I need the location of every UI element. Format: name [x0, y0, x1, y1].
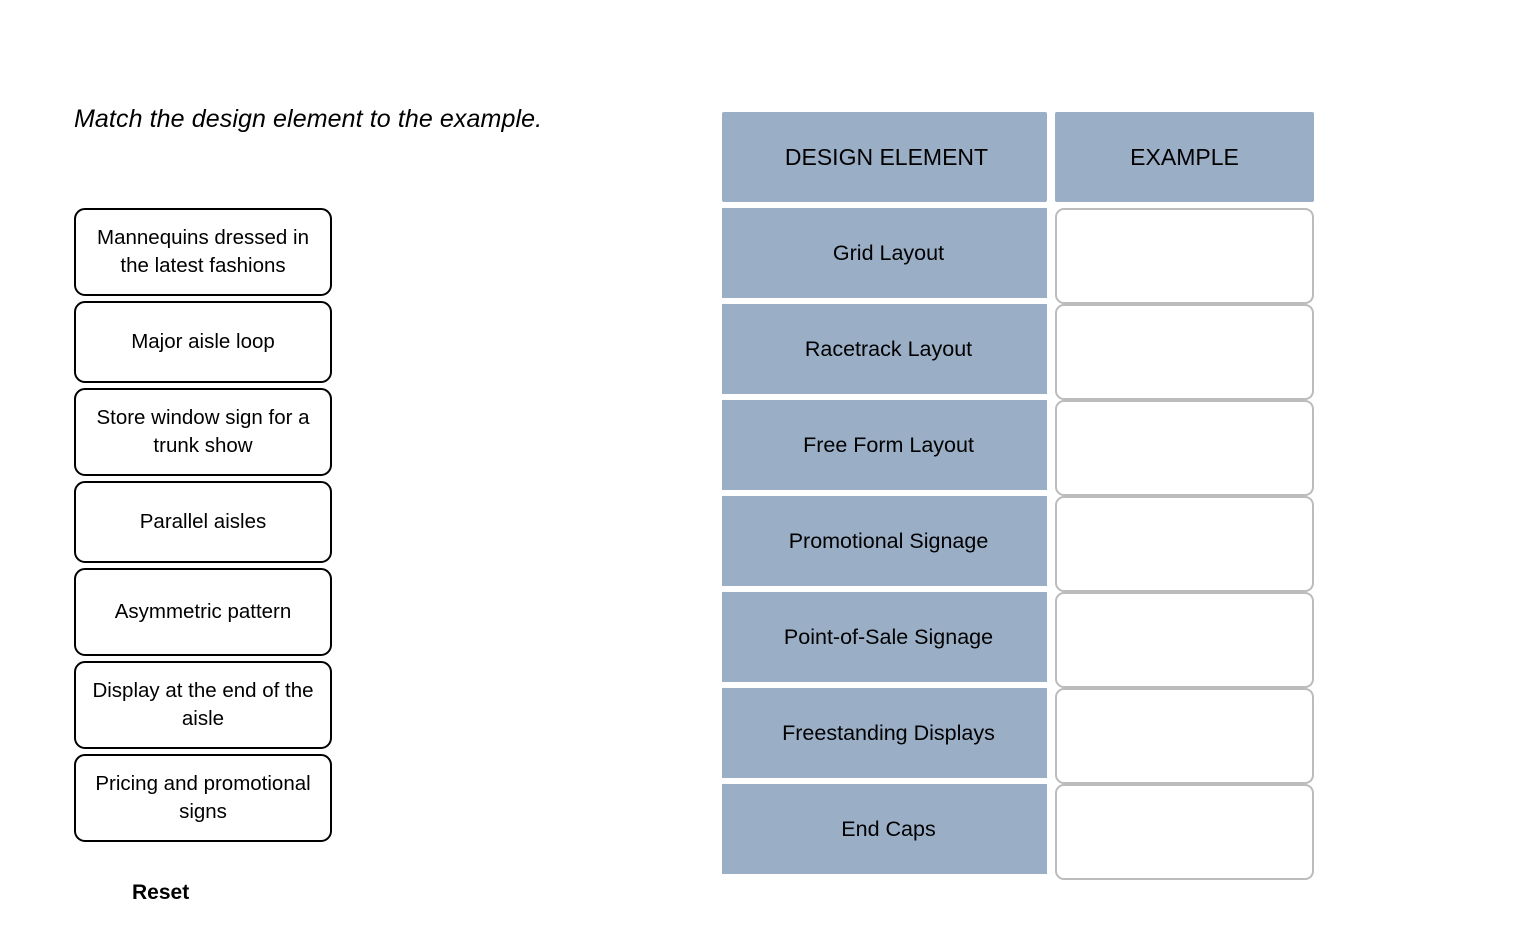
- draggable-card[interactable]: Major aisle loop: [74, 301, 332, 383]
- table-row: End Caps: [722, 784, 1314, 880]
- example-cell: [1055, 208, 1314, 304]
- column-header-example: EXAMPLE: [1055, 112, 1314, 202]
- design-element-label: Free Form Layout: [722, 400, 1047, 490]
- drop-zone[interactable]: [1055, 496, 1314, 592]
- table-row: Grid Layout: [722, 208, 1314, 304]
- table-row: Promotional Signage: [722, 496, 1314, 592]
- table-row: Racetrack Layout: [722, 304, 1314, 400]
- design-element-label: End Caps: [722, 784, 1047, 874]
- draggable-card[interactable]: Store window sign for a trunk show: [74, 388, 332, 476]
- example-cell: [1055, 400, 1314, 496]
- drop-zone[interactable]: [1055, 208, 1314, 304]
- example-cell: [1055, 304, 1314, 400]
- drop-zone[interactable]: [1055, 688, 1314, 784]
- drop-zone[interactable]: [1055, 784, 1314, 880]
- table-row: Point-of-Sale Signage: [722, 592, 1314, 688]
- draggable-card[interactable]: Display at the end of the aisle: [74, 661, 332, 749]
- draggable-card[interactable]: Pricing and promotional signs: [74, 754, 332, 842]
- draggable-card[interactable]: Asymmetric pattern: [74, 568, 332, 656]
- drop-zone[interactable]: [1055, 400, 1314, 496]
- example-cell: [1055, 784, 1314, 880]
- table-row: Free Form Layout: [722, 400, 1314, 496]
- design-element-label: Grid Layout: [722, 208, 1047, 298]
- drop-zone[interactable]: [1055, 304, 1314, 400]
- example-cell: [1055, 688, 1314, 784]
- design-element-label: Freestanding Displays: [722, 688, 1047, 778]
- reset-button[interactable]: Reset: [132, 881, 190, 904]
- design-element-label: Racetrack Layout: [722, 304, 1047, 394]
- table-header-row: DESIGN ELEMENT EXAMPLE: [722, 112, 1314, 202]
- draggable-card[interactable]: Mannequins dressed in the latest fashion…: [74, 208, 332, 296]
- draggable-options-list: Mannequins dressed in the latest fashion…: [74, 208, 332, 847]
- example-cell: [1055, 592, 1314, 688]
- design-element-label: Promotional Signage: [722, 496, 1047, 586]
- draggable-card[interactable]: Parallel aisles: [74, 481, 332, 563]
- example-cell: [1055, 496, 1314, 592]
- page-title: Match the design element to the example.: [74, 105, 543, 133]
- drop-zone[interactable]: [1055, 592, 1314, 688]
- design-element-label: Point-of-Sale Signage: [722, 592, 1047, 682]
- column-header-design-element: DESIGN ELEMENT: [722, 112, 1047, 202]
- matching-table: DESIGN ELEMENT EXAMPLE Grid Layout Racet…: [722, 112, 1314, 880]
- table-row: Freestanding Displays: [722, 688, 1314, 784]
